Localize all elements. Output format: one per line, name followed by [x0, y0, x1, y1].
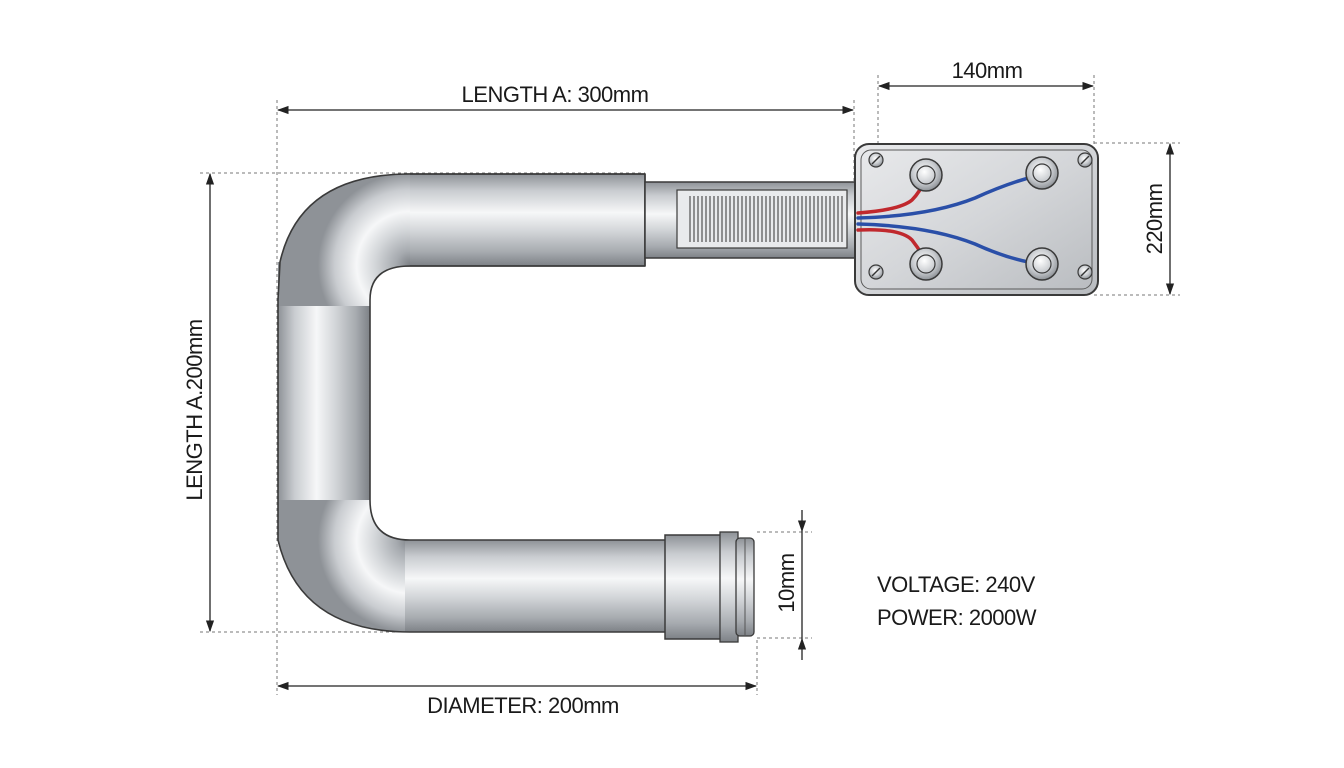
box-width-label: 140mm	[952, 58, 1023, 83]
top-length-label: LENGTH A: 300mm	[462, 82, 649, 107]
wire-blue-top	[856, 173, 1042, 220]
heating-tube	[277, 173, 667, 633]
box-height-label: 220mm	[1142, 184, 1167, 255]
power-label: POWER: 2000W	[877, 605, 1037, 630]
coil-section	[644, 181, 858, 259]
voltage-label: VOLTAGE: 240V	[877, 572, 1036, 597]
tube-top-section	[404, 173, 646, 267]
end-diameter-label: 10mm	[774, 553, 799, 612]
bottom-diameter-label: DIAMETER: 200mm	[427, 693, 619, 718]
wire-blue-bottom	[856, 222, 1042, 266]
end-fitting	[664, 531, 755, 643]
tube-bottom-bend	[278, 500, 410, 632]
terminal-box	[854, 143, 1099, 296]
terminals	[909, 156, 1059, 281]
dimension-lines	[205, 81, 1175, 691]
left-length-label: LENGTH A.200mm	[182, 319, 207, 500]
tube-vertical-section	[278, 262, 370, 544]
tube-bottom-section	[405, 540, 667, 632]
